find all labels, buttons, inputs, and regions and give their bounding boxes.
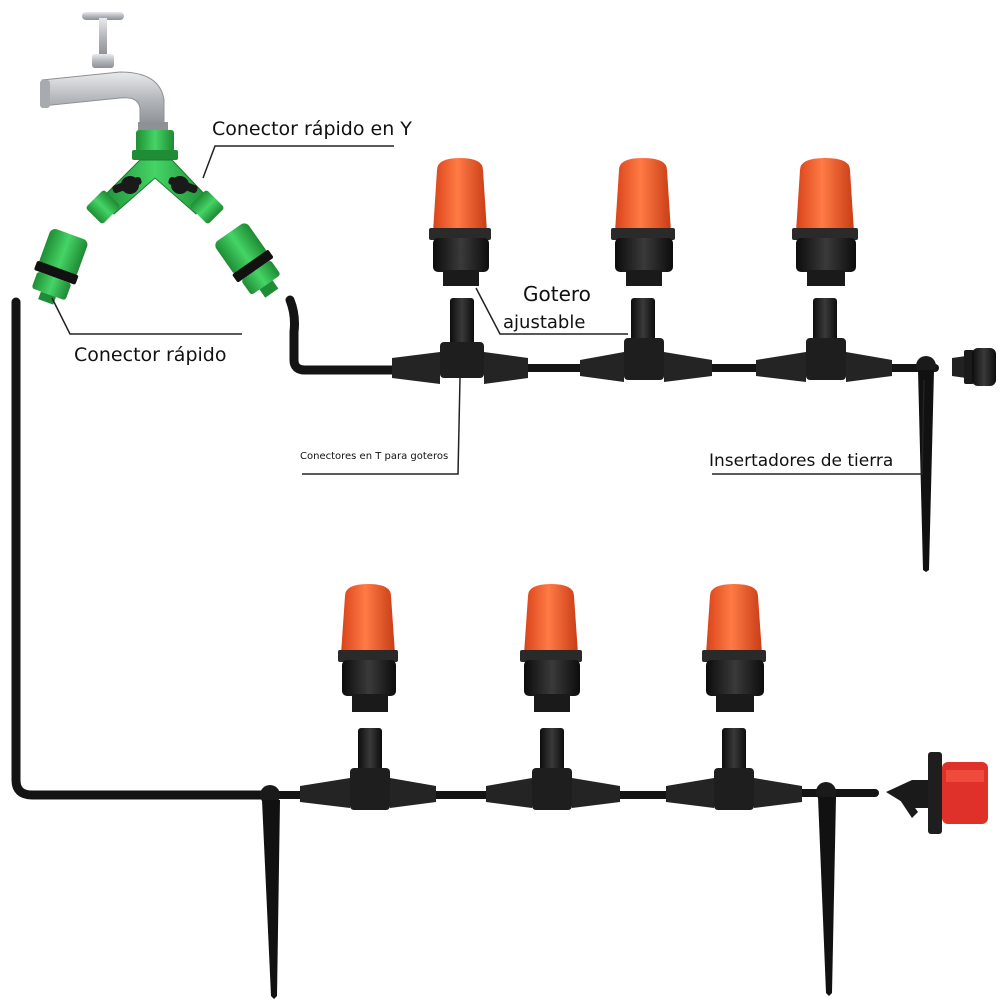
adjustable-dripper-1 (429, 158, 491, 286)
tee-connector-top-2 (580, 298, 712, 382)
tee-connector-bottom-1 (300, 728, 436, 810)
top-hose-feed (285, 295, 405, 375)
y-connector (86, 130, 224, 224)
label-dripper-line1: Gotero (523, 282, 591, 306)
label-dripper-line2: ajustable (503, 312, 586, 333)
end-plug-top (952, 348, 996, 386)
red-drip-emitter (886, 752, 988, 834)
quick-connector-right (215, 223, 280, 298)
leader-lines (51, 145, 925, 475)
main-hose-left (11, 297, 267, 800)
ground-stake-bottom-right (816, 782, 836, 996)
leader-tee (302, 377, 461, 475)
tee-connector-bottom-2 (486, 728, 620, 810)
quick-connector-left (32, 229, 88, 305)
ground-stake-top (916, 356, 936, 572)
ground-stake-bottom-left (260, 785, 280, 999)
leader-stake (712, 379, 925, 475)
faucet-icon (40, 12, 168, 130)
label-quick-connector: Conector rápido (74, 344, 227, 366)
label-ground-stakes: Insertadores de tierra (709, 451, 894, 471)
tee-connector-top-3 (756, 298, 892, 382)
adjustable-dripper-4 (338, 584, 398, 712)
tee-connector-bottom-3 (666, 728, 802, 810)
adjustable-dripper-2 (611, 158, 675, 286)
label-tee-connectors: Conectores en T para goteros (300, 451, 449, 462)
leader-dripper (475, 287, 628, 335)
adjustable-dripper-3 (792, 158, 858, 286)
leader-y-connector (202, 145, 394, 179)
adjustable-dripper-5 (520, 584, 582, 712)
adjustable-dripper-6 (702, 584, 766, 712)
label-y-connector: Conector rápido en Y (212, 118, 412, 140)
leader-quick-connector (51, 297, 242, 335)
tee-connector-top-1 (392, 298, 528, 384)
